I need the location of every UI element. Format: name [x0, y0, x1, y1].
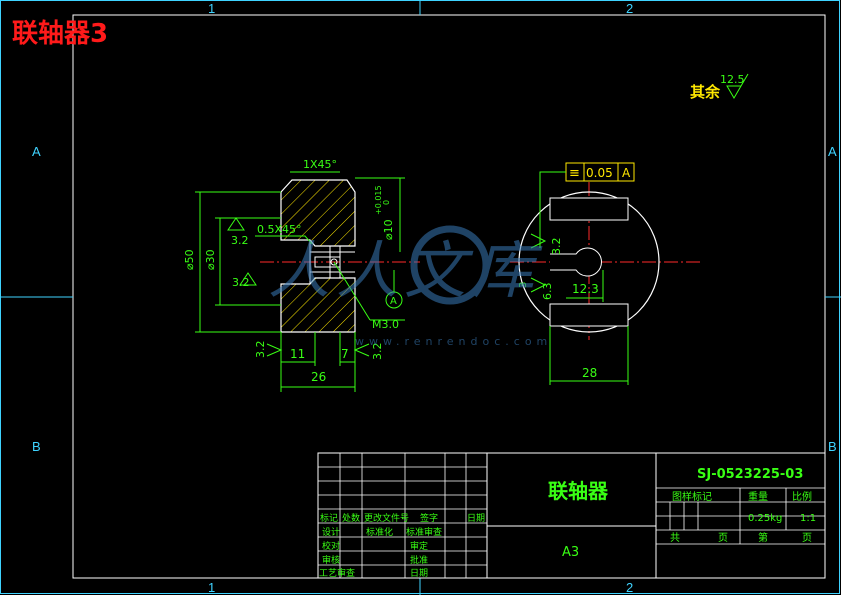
dia-10-label: ⌀10 — [382, 219, 395, 240]
watermark-logo-text: 人人文库 — [268, 234, 543, 307]
thread-label: M3.0 — [372, 318, 399, 331]
part-name: 联轴器 — [548, 479, 609, 503]
grid-row-a-right: A — [828, 144, 837, 159]
tolerance-value: 0.05 — [586, 166, 613, 180]
bore-tol-upper: +0.015 — [374, 185, 383, 215]
dia-50-label: ⌀50 — [183, 249, 196, 270]
grid-row-b-left: B — [32, 439, 41, 454]
sheet-label: 第 — [758, 531, 768, 544]
grid-col-1-top: 1 — [208, 1, 215, 16]
row-check: 校对 — [322, 540, 340, 552]
watermark-url: www.renrendoc.com — [355, 335, 552, 348]
left-section-view: 1X45° ⌀50 ⌀30 ⌀10 +0.015 0 0.5X45° 3.2 3… — [183, 158, 420, 392]
approve-label: 批准 — [410, 554, 428, 566]
grid-row-a-left: A — [32, 144, 41, 159]
row-design: 设计 — [322, 526, 340, 538]
sheet-page-label: 页 — [802, 532, 812, 544]
roughness-right-1: 3.2 — [550, 238, 563, 256]
rev-header-count: 处数 — [342, 512, 360, 524]
row-standard-review: 标准审查 — [406, 526, 442, 538]
dim-12-3-label: 12.3 — [572, 282, 599, 296]
sheet-size: A3 — [562, 545, 579, 560]
datum-a-bubble: A — [390, 296, 397, 307]
roughness-left-4: 3.2 — [371, 343, 384, 361]
tolerance-datum: A — [622, 166, 631, 180]
roughness-left-2: 3.2 — [232, 276, 250, 289]
weight-label: 重量 — [748, 490, 768, 503]
chamfer-inner-label: 0.5X45° — [257, 223, 302, 236]
row-process: 工艺审查 — [319, 567, 355, 579]
dim-11-label: 11 — [290, 347, 305, 361]
date-label: 日期 — [410, 568, 428, 579]
page-label: 页 — [718, 532, 728, 544]
roughness-left-3: 3.2 — [254, 341, 267, 359]
roughness-note-prefix: 其余 — [690, 83, 721, 101]
rev-header-mark: 标记 — [320, 512, 338, 524]
roughness-right-2: 6.3 — [541, 283, 554, 301]
title-block: 标记 处数 更改文件号 签字 日期 设计 标准化 标准审查 校对 审核 工艺审查… — [317, 452, 826, 579]
grid-col-2-top: 2 — [626, 1, 633, 16]
row-standardization: 标准化 — [366, 526, 393, 538]
roughness-left-1: 3.2 — [231, 234, 249, 247]
dia-30-label: ⌀30 — [204, 249, 217, 270]
grid-col-2-bottom: 2 — [626, 580, 633, 595]
roughness-note-value: 12.5 — [720, 73, 745, 86]
bore-tol-lower: 0 — [382, 200, 391, 205]
tolerance-symbol: ≡ — [569, 166, 580, 181]
right-end-view: ≡ 0.05 A 3.2 6.3 3 12.3 28 — [510, 162, 700, 385]
drawing-title: 联轴器3 — [12, 19, 108, 49]
dim-3-label: 3 — [518, 282, 529, 288]
stage-mark-label: 图样标记 — [672, 490, 712, 503]
rev-header-sign: 签字 — [420, 512, 438, 524]
row-review: 审核 — [322, 554, 340, 566]
dim-7-label: 7 — [341, 347, 349, 361]
grid-col-1-bottom: 1 — [208, 580, 215, 595]
total-label: 共 — [670, 532, 680, 544]
dim-28-label: 28 — [582, 366, 597, 380]
audit-label: 审定 — [410, 540, 428, 552]
chamfer-outer-label: 1X45° — [303, 158, 337, 171]
watermark: 人人文库 www.renrendoc.com — [268, 225, 552, 348]
weight-value: 0.25kg — [748, 513, 782, 524]
grid-row-b-right: B — [828, 439, 837, 454]
dim-26-label: 26 — [311, 370, 326, 384]
rev-header-docno: 更改文件号 — [364, 512, 409, 524]
general-roughness-note: 其余 12.5 — [690, 73, 749, 101]
drawing-number: SJ-0523225-03 — [697, 467, 803, 482]
rev-header-date: 日期 — [467, 513, 485, 524]
scale-label: 比例 — [792, 490, 812, 503]
grid-labels: 1 2 1 2 A B A B — [32, 1, 837, 595]
scale-value: 1:1 — [800, 513, 816, 524]
